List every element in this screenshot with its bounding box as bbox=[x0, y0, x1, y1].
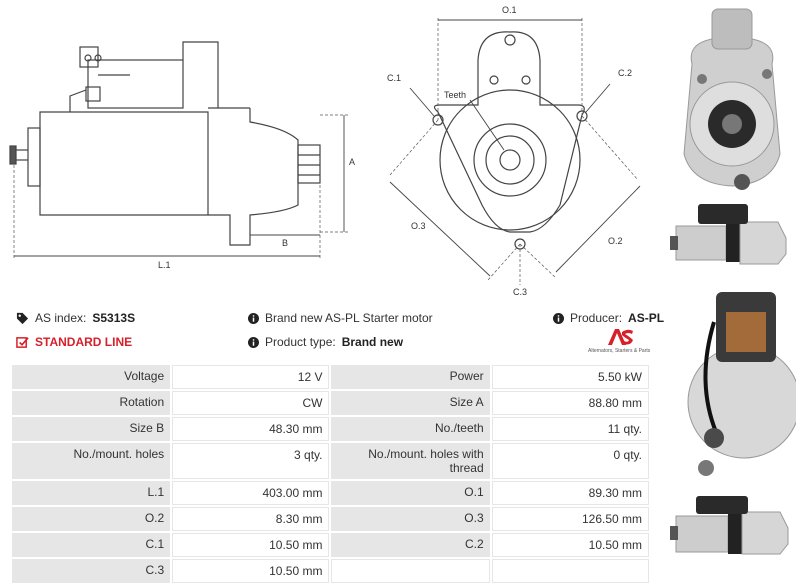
standard-line: STANDARD LINE bbox=[16, 335, 132, 349]
spec-label: Rotation bbox=[12, 391, 171, 415]
spec-label: Size A bbox=[331, 391, 490, 415]
product-photo-terminals bbox=[687, 292, 796, 476]
spec-value: 48.30 mm bbox=[172, 417, 330, 441]
spec-value: 0 qty. bbox=[491, 443, 649, 479]
side-view-drawing: A B L.1 bbox=[9, 41, 355, 270]
producer: Producer: AS-PL bbox=[553, 311, 664, 325]
product-type-value: Brand new bbox=[341, 335, 404, 349]
as-logo-icon bbox=[608, 329, 633, 345]
dim-o3-label: O.3 bbox=[411, 221, 426, 231]
spec-label: C.1 bbox=[12, 533, 171, 557]
product-type-label: Product type: bbox=[265, 335, 336, 349]
spec-value: 12 V bbox=[172, 365, 330, 389]
spec-value: 3 qty. bbox=[172, 443, 330, 479]
as-index-label: AS index: bbox=[35, 311, 87, 325]
spec-label: O.1 bbox=[331, 481, 490, 505]
spec-label: O.3 bbox=[331, 507, 490, 531]
spec-value: 8.30 mm bbox=[172, 507, 330, 531]
spec-value: 11 qty. bbox=[491, 417, 649, 441]
producer-value: AS-PL bbox=[628, 311, 665, 325]
as-index: AS index: S5313S bbox=[16, 311, 135, 325]
spec-label: C.3 bbox=[12, 559, 171, 583]
spec-table: Voltage 12 V Power 5.50 kW Rotation CW S… bbox=[10, 363, 651, 585]
standard-line-label: STANDARD LINE bbox=[35, 335, 133, 349]
spec-label: C.2 bbox=[331, 533, 490, 557]
table-row: No./mount. holes 3 qty. No./mount. holes… bbox=[12, 443, 649, 479]
product-photo-side-top bbox=[670, 204, 787, 265]
description-text: Brand new AS-PL Starter motor bbox=[265, 311, 433, 325]
dim-o2-label: O.2 bbox=[608, 236, 623, 246]
spec-label: No./mount. holes bbox=[12, 443, 171, 479]
spec-label: Size B bbox=[12, 417, 171, 441]
as-index-value: S5313S bbox=[92, 311, 136, 325]
product-type: Product type: Brand new bbox=[248, 335, 403, 349]
logo-tagline: Alternators, Starters & Parts bbox=[588, 348, 651, 354]
spec-value: 10.50 mm bbox=[491, 533, 649, 557]
dim-o1-label: O.1 bbox=[502, 5, 517, 15]
dim-c2-label: C.2 bbox=[618, 68, 632, 78]
info-icon bbox=[553, 312, 564, 324]
spec-value: 10.50 mm bbox=[172, 533, 330, 557]
spec-value: 403.00 mm bbox=[172, 481, 330, 505]
producer-logo: Alternators, Starters & Parts bbox=[588, 328, 652, 356]
front-view-drawing: O.1 C.1 C.2 Teeth O.3 O.2 C.3 bbox=[387, 5, 641, 297]
dim-b-label: B bbox=[282, 238, 288, 248]
info-icon bbox=[248, 312, 259, 324]
spec-value-empty bbox=[491, 559, 649, 583]
spec-value: 126.50 mm bbox=[491, 507, 649, 531]
spec-label: No./teeth bbox=[331, 417, 490, 441]
spec-label: Power bbox=[331, 365, 490, 389]
table-row: Voltage 12 V Power 5.50 kW bbox=[12, 365, 649, 389]
table-row: C.3 10.50 mm bbox=[12, 559, 649, 583]
spec-label: Voltage bbox=[12, 365, 171, 389]
spec-label: No./mount. holes with thread bbox=[331, 443, 490, 479]
dim-c3-label: C.3 bbox=[513, 287, 527, 297]
dim-a-label: A bbox=[349, 157, 355, 167]
table-row: O.2 8.30 mm O.3 126.50 mm bbox=[12, 507, 649, 531]
producer-label: Producer: bbox=[570, 311, 623, 325]
spec-value: 88.80 mm bbox=[491, 391, 649, 415]
info-icon bbox=[248, 336, 259, 348]
product-photo-side-bottom bbox=[670, 496, 789, 555]
dim-l1-label: L.1 bbox=[158, 260, 171, 270]
product-description: Brand new AS-PL Starter motor bbox=[248, 311, 433, 325]
spec-value: 10.50 mm bbox=[172, 559, 330, 583]
spec-label: O.2 bbox=[12, 507, 171, 531]
checkbox-icon bbox=[16, 336, 29, 348]
spec-value: 89.30 mm bbox=[491, 481, 649, 505]
product-photo-front bbox=[683, 8, 781, 190]
tag-icon bbox=[16, 312, 29, 324]
spec-value: 5.50 kW bbox=[491, 365, 649, 389]
table-row: Size B 48.30 mm No./teeth 11 qty. bbox=[12, 417, 649, 441]
table-row: Rotation CW Size A 88.80 mm bbox=[12, 391, 649, 415]
table-row: L.1 403.00 mm O.1 89.30 mm bbox=[12, 481, 649, 505]
dim-c1-label: C.1 bbox=[387, 73, 401, 83]
spec-value: CW bbox=[172, 391, 330, 415]
dim-teeth-label: Teeth bbox=[444, 90, 466, 100]
table-row: C.1 10.50 mm C.2 10.50 mm bbox=[12, 533, 649, 557]
spec-label: L.1 bbox=[12, 481, 171, 505]
spec-label-empty bbox=[331, 559, 490, 583]
